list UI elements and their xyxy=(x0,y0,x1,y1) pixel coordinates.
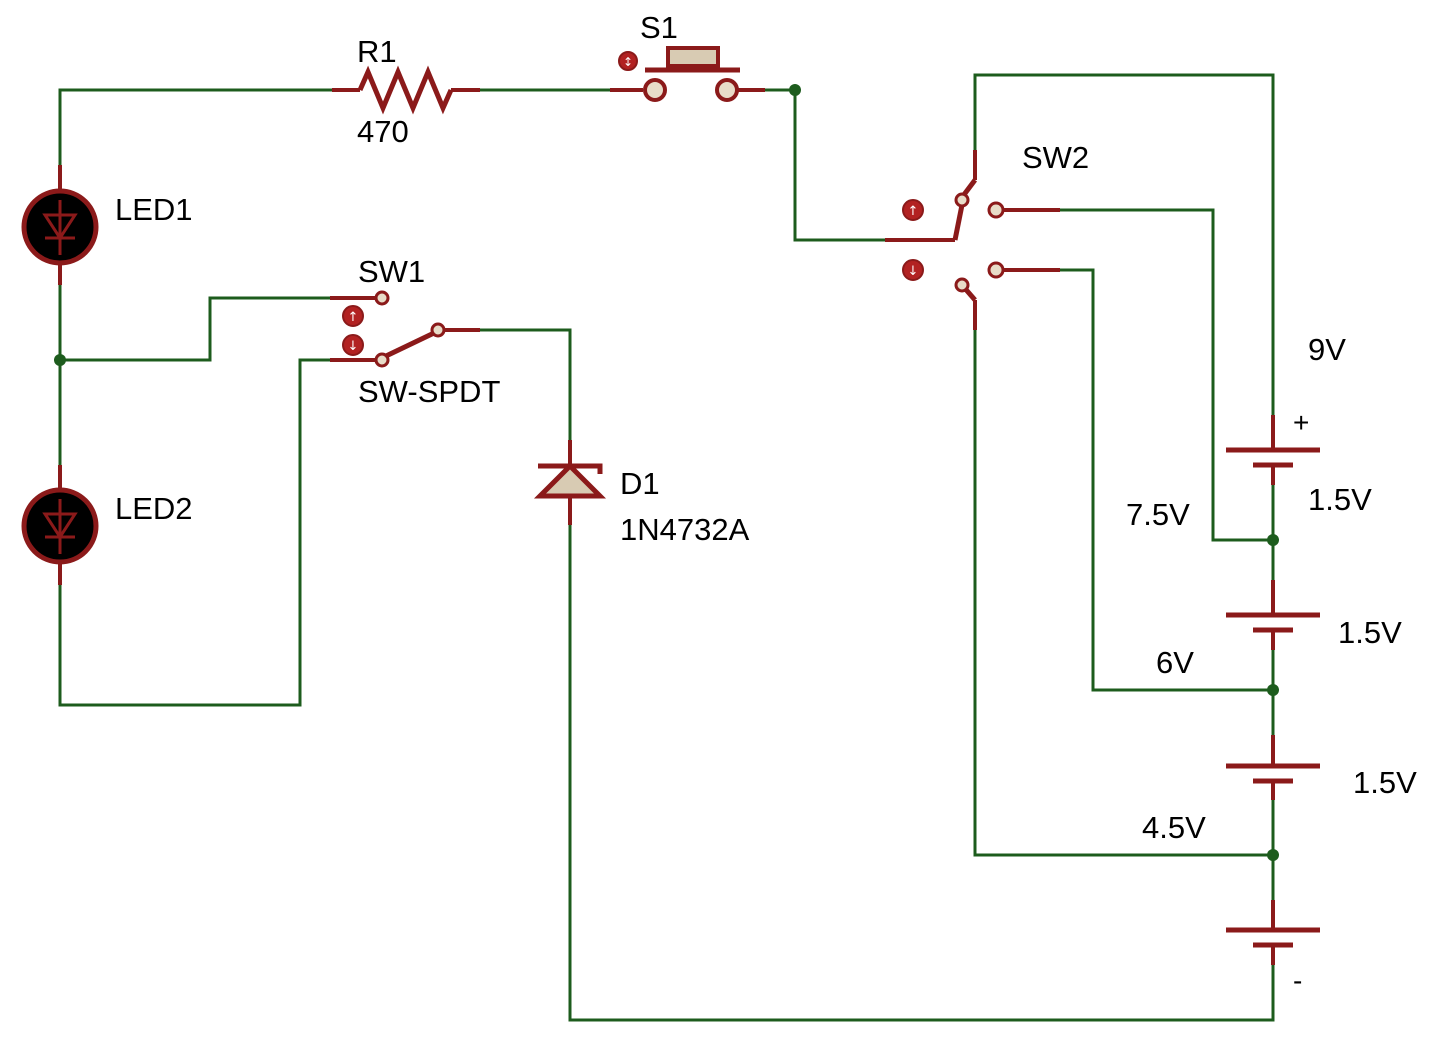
sw1-contact-common xyxy=(430,322,446,338)
sw1-value-label: SW-SPDT xyxy=(358,374,500,409)
battery-plus-label: + xyxy=(1293,407,1309,438)
s1-terminal-left xyxy=(643,78,667,102)
svg-text:↕: ↕ xyxy=(623,55,633,69)
svg-text:↑: ↑ xyxy=(908,204,919,219)
led1-ref-label: LED1 xyxy=(115,192,193,227)
s1-plunger-cap xyxy=(666,46,720,68)
junction-dot xyxy=(1267,684,1279,696)
sw2-blade-main xyxy=(952,204,965,241)
sw2-ref-label: SW2 xyxy=(1022,140,1089,175)
sw2-contact-lower xyxy=(987,261,1005,279)
battery-stack[interactable]: 9V + - 1.5V 1.5V 1.5V 7.5V 6V 4.5V xyxy=(1126,332,1417,996)
s1-terminal-right xyxy=(715,78,739,102)
tap-voltage-label: 6V xyxy=(1156,645,1194,680)
svg-text:↑: ↑ xyxy=(348,310,359,325)
sw1-blade xyxy=(384,330,436,359)
switch-sw2[interactable]: ↑ ↓ SW2 xyxy=(885,140,1089,330)
led-led1[interactable]: LED1 xyxy=(21,165,193,285)
led2-ref-label: LED2 xyxy=(115,491,193,526)
d1-value-label: 1N4732A xyxy=(620,512,750,547)
sw2-pivot-top xyxy=(954,192,970,208)
sw1-up-arrow-icon[interactable] xyxy=(342,305,364,327)
battery-total-label: 9V xyxy=(1308,332,1346,367)
cell-voltage-label: 1.5V xyxy=(1353,765,1417,800)
r1-value-label: 470 xyxy=(357,114,409,149)
sw1-down-arrow-icon[interactable] xyxy=(342,334,364,356)
wire-sw1-d1 xyxy=(478,328,572,442)
cell-voltage-label: 1.5V xyxy=(1308,482,1372,517)
sw2-up-arrow-icon[interactable] xyxy=(902,199,924,221)
wire-top-left xyxy=(58,88,334,167)
wire-tap-7v5 xyxy=(1058,208,1275,542)
wire-mid-sw1 xyxy=(58,296,332,362)
junction-dot xyxy=(54,354,66,366)
resistor-r1[interactable]: R1 470 xyxy=(332,34,480,149)
s1-ref-label: S1 xyxy=(640,10,678,45)
wires xyxy=(58,73,1275,1022)
wire-tap-4v5 xyxy=(973,328,1275,857)
tap-voltage-label: 7.5V xyxy=(1126,497,1190,532)
cell-voltage-label: 1.5V xyxy=(1338,615,1402,650)
battery-cell xyxy=(1226,735,1320,800)
sw2-contact-upper xyxy=(987,201,1005,219)
sw1-contact-lower xyxy=(374,352,390,368)
junction-dot xyxy=(789,84,801,96)
pushbutton-s1[interactable]: ↕ S1 xyxy=(610,10,765,102)
zener-diode-d1[interactable]: D1 1N4732A xyxy=(533,440,750,547)
junction-dot xyxy=(1267,534,1279,546)
wire-tap-6v xyxy=(1058,268,1275,692)
junction-dot xyxy=(1267,849,1279,861)
sw2-pivot-bottom xyxy=(954,277,970,293)
d1-diode-body xyxy=(533,462,607,499)
battery-cell xyxy=(1226,415,1320,485)
tap-voltage-label: 4.5V xyxy=(1142,810,1206,845)
wire-led2-bottom xyxy=(58,358,332,707)
junction-dots xyxy=(54,84,1279,861)
wire-junction-sw2 xyxy=(793,88,887,242)
switch-sw1[interactable]: ↑ ↓ SW1 SW-SPDT xyxy=(330,254,500,409)
svg-text:↓: ↓ xyxy=(348,339,359,354)
s1-toggle-icon[interactable] xyxy=(618,51,638,71)
d1-ref-label: D1 xyxy=(620,466,660,501)
resistor-zigzag xyxy=(357,65,454,115)
sw1-ref-label: SW1 xyxy=(358,254,425,289)
battery-cell xyxy=(1226,900,1320,965)
wire-d1-bottom xyxy=(568,523,1275,1022)
sw2-down-arrow-icon[interactable] xyxy=(902,259,924,281)
led-led2[interactable]: LED2 xyxy=(21,465,193,585)
r1-ref-label: R1 xyxy=(357,34,397,69)
wire-sw2-9v xyxy=(973,73,1275,417)
battery-cell xyxy=(1226,580,1320,650)
battery-minus-label: - xyxy=(1293,965,1302,996)
d1-zener-bar xyxy=(538,463,603,474)
svg-text:↓: ↓ xyxy=(908,264,919,279)
sw1-contact-upper xyxy=(374,290,390,306)
